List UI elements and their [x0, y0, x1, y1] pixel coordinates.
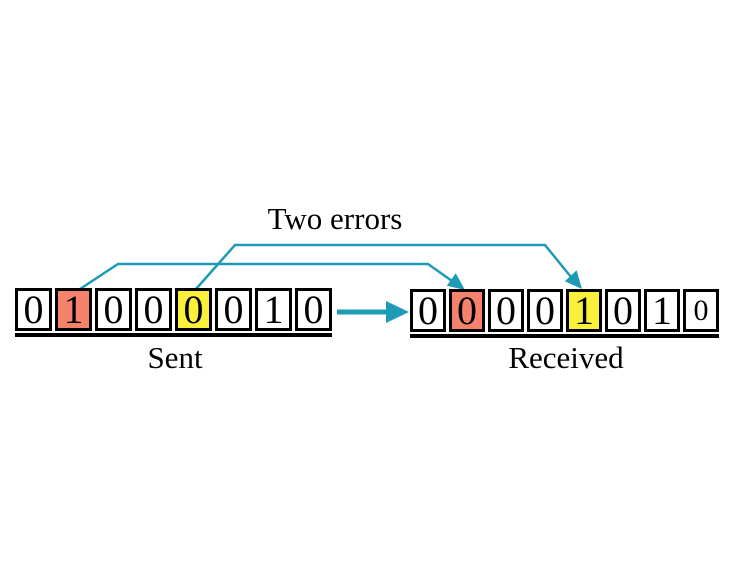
received-bit-row: 0 0 0 0 1 0 1 0 — [410, 289, 719, 338]
bit-cell: 0 — [488, 289, 524, 332]
error2-arrowhead-icon — [564, 270, 582, 289]
error1-connector-line — [79, 262, 453, 291]
error-bit-cell-yellow: 0 — [175, 288, 212, 331]
bit-cell: 0 — [15, 288, 52, 331]
diagram-title: Two errors — [267, 201, 403, 236]
transmission-arrowhead-icon — [386, 301, 409, 323]
bit-cell: 1 — [255, 288, 292, 331]
bit-cell: 0 — [605, 289, 641, 332]
sent-bit-row: 0 1 0 0 0 0 1 0 — [15, 288, 332, 337]
bit-cell: 0 — [215, 288, 252, 331]
received-label: Received — [508, 340, 624, 375]
bit-cell: 0 — [683, 289, 719, 332]
sent-label: Sent — [147, 340, 203, 375]
error-bit-cell-red: 1 — [55, 288, 92, 331]
bit-cell: 0 — [295, 288, 332, 331]
error-bit-cell-red: 0 — [449, 289, 485, 332]
bit-cell: 0 — [410, 289, 446, 332]
bit-cell: 1 — [644, 289, 680, 332]
bit-cell: 0 — [135, 288, 172, 331]
error-bit-cell-yellow: 1 — [566, 289, 602, 332]
bit-cell: 0 — [95, 288, 132, 331]
error2-connector-line — [195, 243, 572, 290]
bit-cell: 0 — [527, 289, 563, 332]
